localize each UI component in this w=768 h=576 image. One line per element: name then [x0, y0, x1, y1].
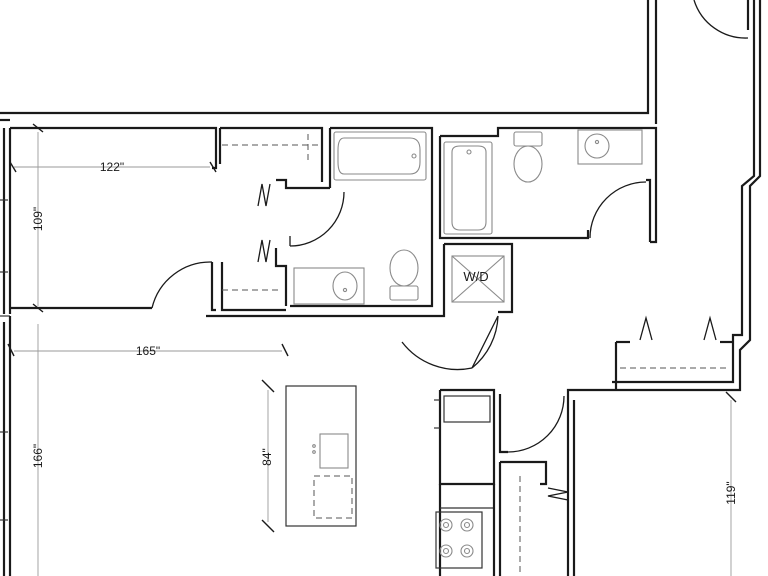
- closet-bifold-door-upper: [257, 183, 271, 207]
- range-stove: [435, 511, 483, 569]
- vanity-1: [293, 267, 365, 305]
- top-right-door: [693, 0, 749, 39]
- burner-icon: [439, 544, 453, 558]
- bedroom-depth-dimension: 109": [31, 207, 45, 231]
- closet-hall: [206, 126, 446, 318]
- closet-bifold-door-lower: [257, 239, 271, 263]
- bedroom: 122" 109": [0, 123, 218, 317]
- island-sink: [319, 433, 349, 469]
- sink-icon: [584, 133, 610, 159]
- closet-bifold-door-right-b: [703, 315, 717, 341]
- burner-icon: [439, 518, 453, 532]
- refrigerator: [443, 395, 491, 423]
- living-width-dimension: 165": [136, 344, 160, 358]
- bedroom-door: [151, 261, 213, 309]
- sink-icon: [332, 271, 358, 301]
- living-depth-dimension: 166": [31, 444, 45, 468]
- entry-hall: 119": [492, 315, 738, 576]
- bath-door: [289, 191, 345, 247]
- exterior-walls: [0, 0, 762, 400]
- entry-door: [507, 395, 565, 453]
- toilet-icon: [513, 145, 543, 183]
- bedroom-width-dimension: 122": [100, 160, 124, 174]
- closet-bifold-door: [547, 487, 569, 501]
- island-length-dimension: 84": [260, 448, 274, 466]
- laundry-door: [401, 341, 473, 371]
- living-kitchen: 165" 166" 84": [0, 316, 496, 576]
- washer-dryer-label: W/D: [463, 269, 488, 284]
- laundry-closet: W/D: [401, 242, 514, 371]
- burner-icon: [460, 518, 474, 532]
- bathtub-1: [333, 131, 427, 181]
- bathroom-1: [290, 126, 434, 308]
- burner-icon: [460, 544, 474, 558]
- kitchen-island: [285, 385, 357, 527]
- right-room-depth-dimension: 119": [724, 481, 738, 504]
- washer-dryer-box: [451, 255, 505, 303]
- bathtub-2: [443, 141, 493, 235]
- dishwasher-outline: [313, 475, 353, 519]
- vanity-2: [577, 129, 643, 165]
- bath-2-door: [589, 181, 647, 239]
- closet-bifold-door-right-a: [639, 315, 653, 341]
- bathroom-2: [438, 126, 658, 244]
- toilet-icon: [389, 249, 419, 287]
